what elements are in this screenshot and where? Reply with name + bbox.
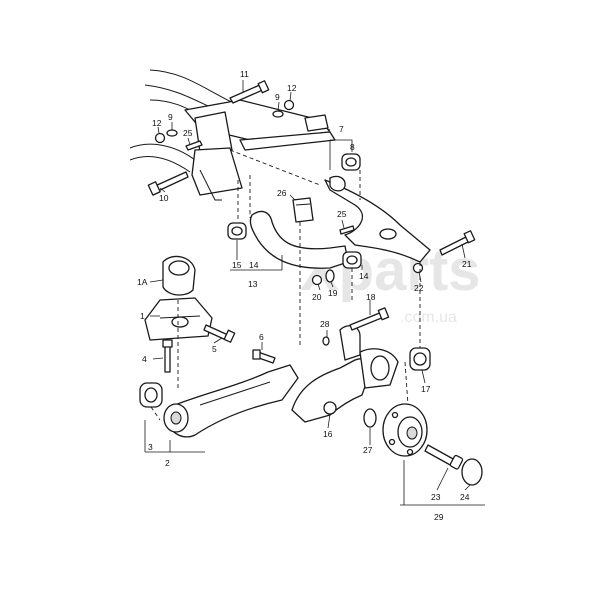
callout-24: 24	[460, 492, 470, 502]
bolt-18	[349, 307, 390, 331]
bolt-25-right	[339, 225, 355, 235]
callout-2: 2	[165, 458, 170, 468]
bushing-15	[227, 222, 247, 240]
wheel-carrier-16	[291, 325, 399, 423]
callout-18: 18	[366, 292, 376, 302]
bolt-11	[229, 80, 270, 104]
nut-20	[311, 274, 323, 286]
bushing-14-right	[342, 251, 362, 269]
callout-9-left: 9	[168, 112, 173, 122]
callout-25-right: 25	[337, 209, 347, 219]
callout-4: 4	[142, 354, 147, 364]
callout-28: 28	[320, 319, 330, 329]
nut-12-upper	[283, 99, 295, 111]
callout-16: 16	[323, 429, 333, 439]
callout-6: 6	[259, 332, 264, 342]
ring-27	[363, 408, 377, 428]
washer-19	[325, 269, 335, 283]
bolt-6	[252, 349, 276, 364]
callout-12-left: 12	[152, 118, 162, 128]
trailing-arm-2	[163, 364, 299, 438]
nut-12-left	[154, 132, 166, 144]
callout-1a: 1A	[137, 277, 148, 287]
callout-3: 3	[148, 442, 153, 452]
callout-labels: 11 12 9 12 9 25 10 7 8 26 25 21 22 15 14…	[137, 69, 472, 522]
watermark-sub: .com.ua	[400, 309, 457, 326]
callout-8: 8	[350, 142, 355, 152]
bump-stop-1a	[162, 255, 196, 296]
callout-29: 29	[434, 512, 444, 522]
bolt-5	[203, 324, 236, 343]
callout-15: 15	[232, 260, 242, 270]
callout-14-left: 14	[249, 260, 259, 270]
mount-bracket-1	[144, 297, 213, 341]
bushing-17	[409, 347, 431, 371]
washer-9-upper	[272, 110, 284, 118]
callout-17: 17	[421, 384, 431, 394]
wheel-hub-29	[382, 403, 428, 457]
callout-5: 5	[212, 344, 217, 354]
callout-25-upper: 25	[183, 128, 193, 138]
assembly-lines	[150, 149, 421, 421]
callout-11: 11	[240, 69, 249, 79]
callout-1: 1	[140, 311, 145, 321]
bolt-21	[439, 230, 476, 256]
callout-7: 7	[339, 124, 344, 134]
bolt-4	[162, 339, 173, 373]
callout-20: 20	[312, 292, 322, 302]
bolt-10	[147, 171, 189, 196]
callout-26: 26	[277, 188, 287, 198]
callout-12-upper: 12	[287, 83, 297, 93]
control-arm-7	[324, 175, 431, 263]
callout-23: 23	[431, 492, 441, 502]
nut-22	[412, 262, 424, 274]
callout-27: 27	[363, 445, 373, 455]
washer-9-left	[166, 129, 178, 137]
hub-cap-24	[461, 458, 483, 486]
bracket-26	[292, 197, 314, 223]
bolt-25-upper	[185, 140, 203, 151]
callout-13: 13	[248, 279, 258, 289]
callout-22: 22	[414, 283, 424, 293]
callout-19: 19	[328, 288, 338, 298]
washer-28	[322, 336, 330, 346]
callout-14-right: 14	[359, 271, 369, 281]
hub-bolt-23	[424, 444, 464, 470]
callout-10: 10	[159, 193, 169, 203]
leader-lines	[144, 80, 485, 506]
bushing-3	[139, 382, 163, 408]
bushing-8	[341, 153, 361, 171]
subframe	[129, 69, 336, 201]
callout-9-upper: 9	[275, 92, 280, 102]
callout-21: 21	[462, 259, 472, 269]
